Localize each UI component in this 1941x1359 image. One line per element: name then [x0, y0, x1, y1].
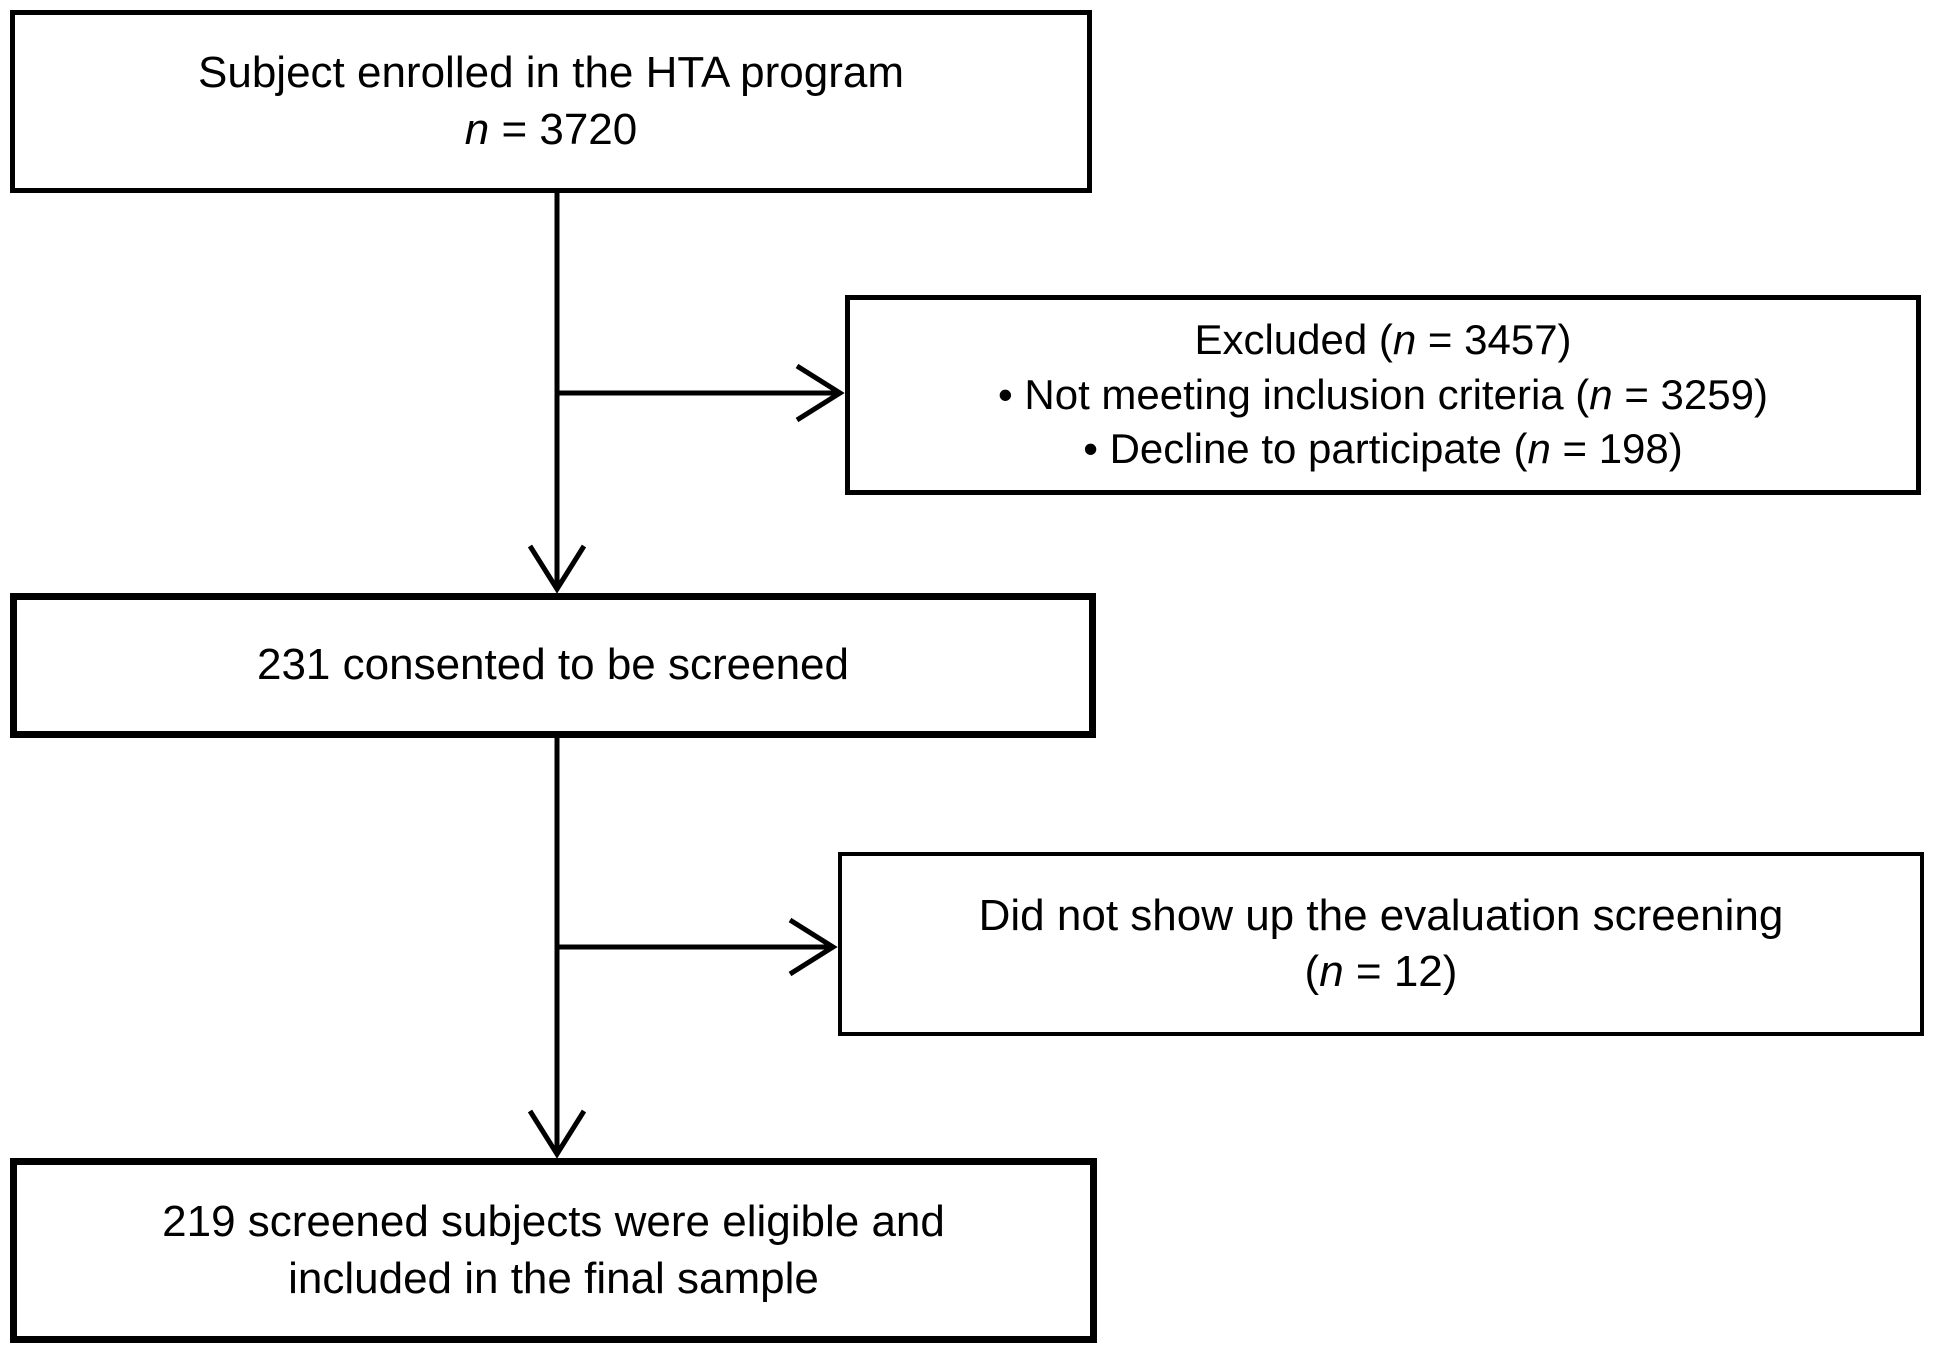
box-excluded: Excluded (n = 3457) • Not meeting inclus… [845, 295, 1921, 495]
enrolled-title: Subject enrolled in the HTA program [198, 48, 904, 98]
consented-text: 231 consented to be screened [256, 640, 849, 690]
final-sample-line2: included in the final sample [288, 1253, 819, 1303]
enrolled-count: n = 3720 [464, 104, 638, 154]
no-show-count: (n = 12) [1304, 947, 1458, 996]
arrowhead-right-excluded [795, 363, 845, 423]
excluded-item-declined: • Decline to participate (n = 198) [1083, 425, 1683, 473]
excluded-title: Excluded (n = 3457) [1194, 316, 1572, 364]
box-consented: 231 consented to be screened [10, 593, 1096, 738]
box-enrolled: Subject enrolled in the HTA program n = … [10, 10, 1092, 193]
arrowhead-down-consented [527, 544, 587, 594]
arrowhead-down-final [527, 1109, 587, 1159]
box-final-sample: 219 screened subjects were eligible and … [10, 1158, 1097, 1343]
excluded-item-inclusion-criteria: • Not meeting inclusion criteria (n = 32… [998, 370, 1768, 418]
box-no-show: Did not show up the evaluation screening… [838, 852, 1924, 1036]
no-show-title: Did not show up the evaluation screening [978, 890, 1784, 940]
arrowhead-right-noshow [788, 917, 838, 977]
final-sample-line1: 219 screened subjects were eligible and [162, 1197, 945, 1247]
